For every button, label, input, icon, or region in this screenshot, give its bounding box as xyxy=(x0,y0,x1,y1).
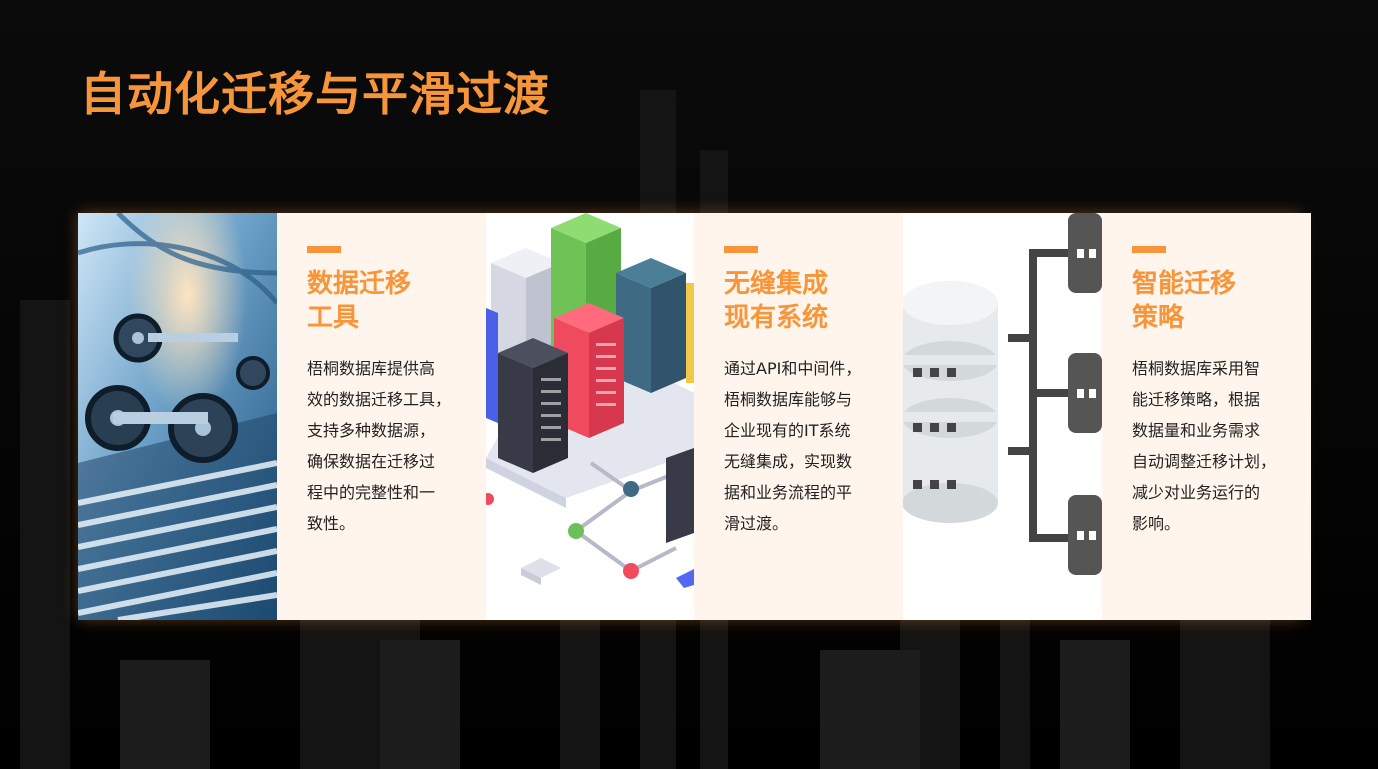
feature-description-line: 支持多种数据源， xyxy=(307,421,436,440)
feature-title: 无缝集成 现有系统 xyxy=(724,267,883,335)
feature-description-line: 通过API和中间件， xyxy=(724,359,862,378)
feature-description-line: 企业现有的IT系统 xyxy=(724,421,851,440)
feature-description-line: 数据量和业务需求 xyxy=(1132,421,1261,440)
feature-description-line: 梧桐数据库采用智 xyxy=(1132,359,1261,378)
feature-description-line: 梧桐数据库提供高 xyxy=(307,359,436,378)
feature-strip: 数据迁移 工具 梧桐数据库提供高 效的数据迁移工具， 支持多种数据源， 确保数据… xyxy=(78,213,1311,620)
database-network-icon xyxy=(903,213,1102,620)
feature-description: 梧桐数据库提供高 效的数据迁移工具， 支持多种数据源， 确保数据在迁移过 程中的… xyxy=(307,353,466,539)
feature-title-line: 策略 xyxy=(1132,303,1185,333)
accent-bar xyxy=(1132,246,1166,253)
feature-description-line: 能迁移策略，根据 xyxy=(1132,390,1261,409)
feature-title: 智能迁移 策略 xyxy=(1132,267,1291,335)
accent-bar xyxy=(724,246,758,253)
feature-description: 梧桐数据库采用智 能迁移策略，根据 数据量和业务需求 自动调整迁移计划， 减少对… xyxy=(1132,353,1291,539)
feature-description-line: 程中的完整性和一 xyxy=(307,483,436,502)
feature-description-line: 致性。 xyxy=(307,514,356,533)
feature-description-line: 梧桐数据库能够与 xyxy=(724,390,853,409)
feature-title-line: 数据迁移 xyxy=(307,269,412,299)
feature-description-line: 影响。 xyxy=(1132,514,1181,533)
feature-title: 数据迁移 工具 xyxy=(307,267,466,335)
feature-panel-migration-tools: 数据迁移 工具 梧桐数据库提供高 效的数据迁移工具， 支持多种数据源， 确保数据… xyxy=(277,213,486,620)
feature-description-line: 滑过渡。 xyxy=(724,514,789,533)
feature-description-line: 据和业务流程的平 xyxy=(724,483,853,502)
feature-title-line: 智能迁移 xyxy=(1132,269,1237,299)
feature-title-line: 现有系统 xyxy=(724,303,829,333)
feature-panel-seamless-integration: 无缝集成 现有系统 通过API和中间件， 梧桐数据库能够与 企业现有的IT系统 … xyxy=(694,213,903,620)
feature-description-line: 确保数据在迁移过 xyxy=(307,452,436,471)
feature-description-line: 效的数据迁移工具， xyxy=(307,390,452,409)
feature-description-line: 自动调整迁移计划， xyxy=(1132,452,1277,471)
isometric-server-city xyxy=(486,213,694,620)
feature-panel-smart-strategy: 智能迁移 策略 梧桐数据库采用智 能迁移策略，根据 数据量和业务需求 自动调整迁… xyxy=(1102,213,1311,620)
feature-title-line: 工具 xyxy=(307,303,360,333)
feature-description-line: 减少对业务运行的 xyxy=(1132,483,1261,502)
feature-title-line: 无缝集成 xyxy=(724,269,829,299)
feature-description: 通过API和中间件， 梧桐数据库能够与 企业现有的IT系统 无缝集成，实现数 据… xyxy=(724,353,883,539)
accent-bar xyxy=(307,246,341,253)
industrial-machine-photo xyxy=(78,213,277,620)
feature-description-line: 无缝集成，实现数 xyxy=(724,452,853,471)
page-title: 自动化迁移与平滑过渡 xyxy=(80,67,550,121)
